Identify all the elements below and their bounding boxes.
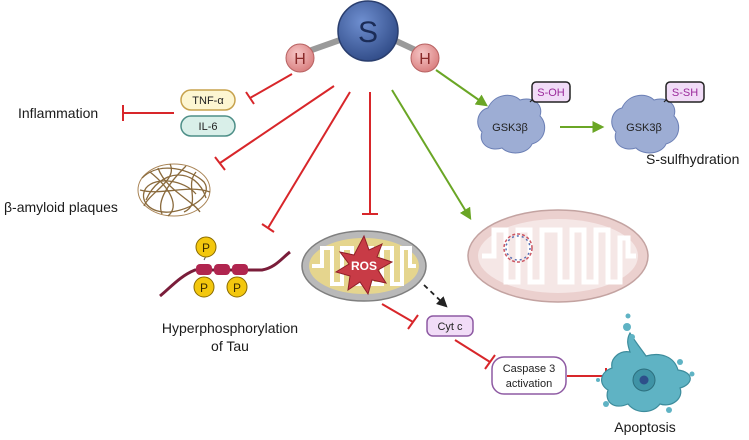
- cytc-box: Cyt c: [426, 315, 474, 337]
- tau-protein-icon: [159, 250, 291, 298]
- activate-mitochondria-arrow: [391, 89, 472, 221]
- gsk3b-left-label: GSK3β: [492, 122, 528, 134]
- hydrogen-label-right: H: [419, 51, 431, 68]
- svg-text:Caspase 3: Caspase 3: [503, 363, 556, 375]
- hydrogen-atom-right: [410, 43, 440, 73]
- of-tau-label: of Tau: [211, 338, 249, 354]
- hyperphosphorylation-label: Hyperphosphorylation: [162, 320, 298, 336]
- inhibit-cytc-line: [381, 303, 414, 323]
- inhibit-caspase-line: [454, 339, 491, 363]
- phosphate-group-left: P: [193, 276, 215, 298]
- gsk3b-right-label: GSK3β: [626, 122, 662, 134]
- il6-box: IL-6: [180, 115, 236, 137]
- h2s-molecule: S H H: [285, 0, 440, 73]
- s-sh-tag: S-SH: [663, 81, 705, 103]
- apoptotic-cell-icon: [596, 313, 695, 413]
- svg-text:P: P: [233, 281, 241, 295]
- tnf-alpha-box: TNF-α: [180, 89, 236, 111]
- inhibit-cytokines-line: [249, 73, 293, 99]
- gsk3b-protein-right: GSK3β: [611, 94, 680, 154]
- ros-label: ROS: [351, 259, 377, 273]
- sulfur-label: S: [358, 16, 378, 49]
- amyloid-plaque-icon: [137, 163, 211, 217]
- inhibit-amyloid-line: [219, 85, 335, 164]
- caspase3-box: Caspase 3 activation: [491, 356, 567, 395]
- svg-text:P: P: [202, 241, 210, 255]
- activation-arrows: [391, 69, 605, 221]
- svg-text:TNF-α: TNF-α: [192, 95, 224, 107]
- svg-text:activation: activation: [506, 378, 552, 390]
- phosphate-group-top: P: [195, 236, 217, 258]
- sulfur-atom: [337, 0, 399, 62]
- activate-gsk3b-arrow: [435, 69, 488, 107]
- ros-burst-icon: [334, 234, 394, 296]
- mtdna-ring-icon: [503, 233, 533, 263]
- hydrogen-label-left: H: [294, 51, 306, 68]
- apoptosis-label: Apoptosis: [614, 419, 675, 435]
- s-sulfhydration-label: S-sulfhydration: [646, 151, 739, 167]
- phosphate-group-right: P: [226, 276, 248, 298]
- mitochondrion-healthy-icon: [467, 209, 649, 303]
- s-oh-tag: S-OH: [529, 81, 571, 103]
- svg-text:Cyt c: Cyt c: [437, 321, 463, 333]
- inflammation-label: Inflammation: [18, 105, 98, 121]
- svg-text:S-OH: S-OH: [537, 87, 565, 99]
- svg-text:S-SH: S-SH: [672, 87, 698, 99]
- amyloid-label: β-amyloid plaques: [4, 199, 118, 215]
- ros-to-cytc-arrow: [423, 284, 448, 308]
- gsk3b-protein-left: GSK3β: [477, 94, 546, 154]
- svg-text:P: P: [200, 281, 208, 295]
- inhibit-tau-line: [267, 91, 351, 229]
- mitochondrion-ros: ROS: [301, 230, 427, 302]
- svg-text:IL-6: IL-6: [199, 121, 218, 133]
- hydrogen-atom-left: [285, 43, 315, 73]
- inhibition-arrows: [122, 73, 607, 384]
